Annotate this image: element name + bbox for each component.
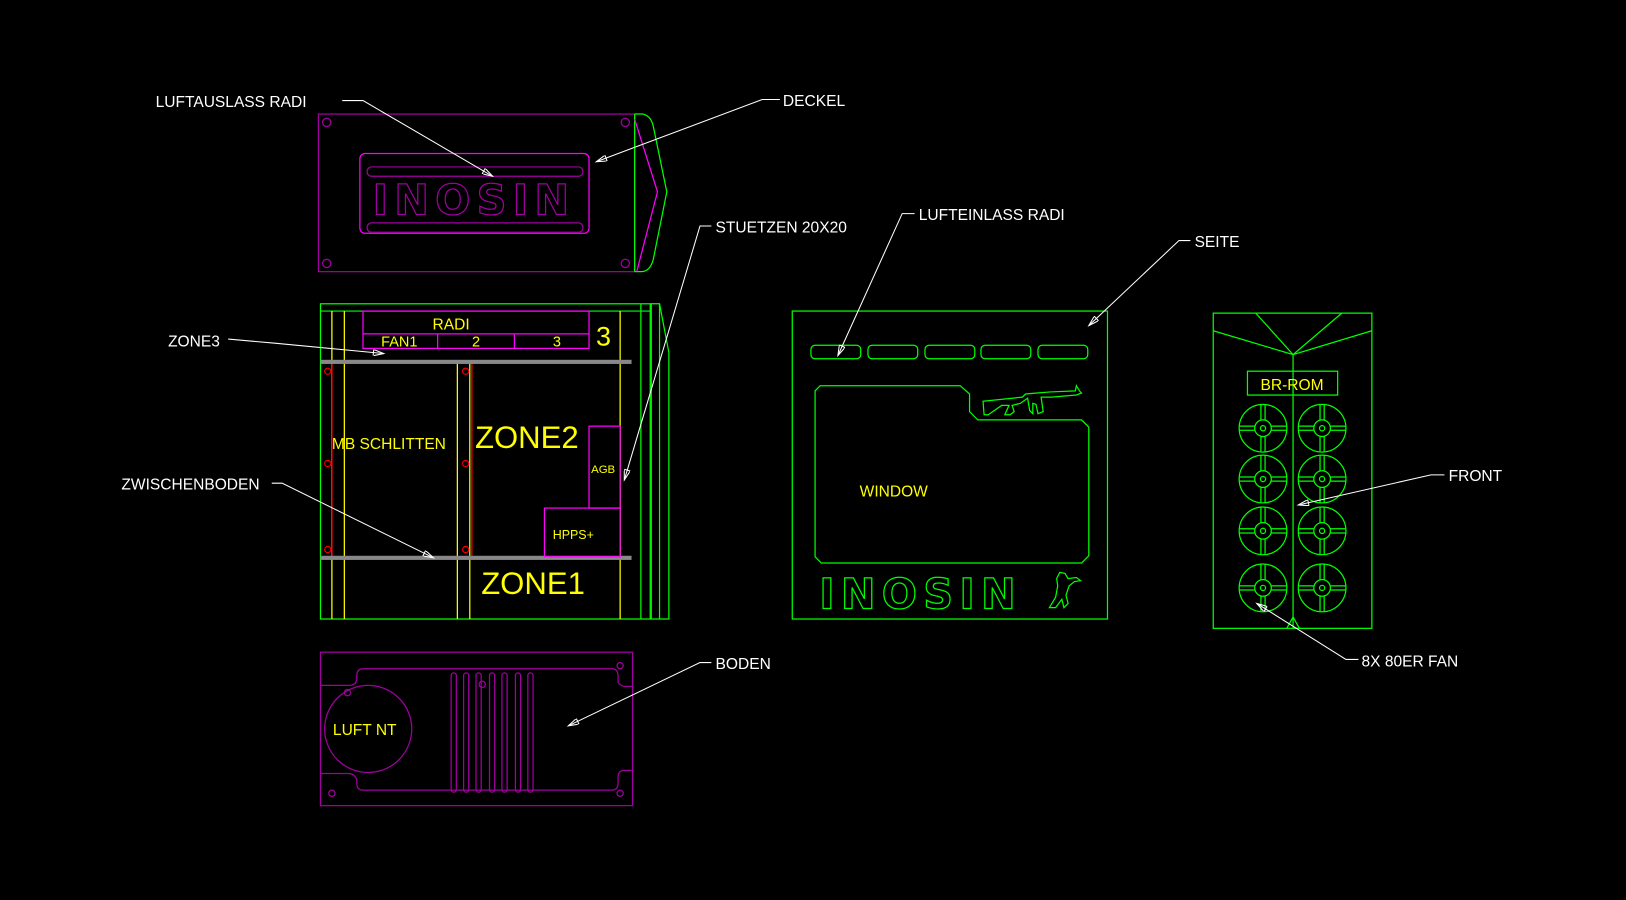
mb-schlitten-label: MB SCHLITTEN xyxy=(332,436,446,453)
label-luftauslass-radi: LUFTAUSLASS RADI xyxy=(156,94,307,111)
zone2-label: ZONE2 xyxy=(475,420,579,455)
label-lufteinlass-radi: LUFTEINLASS RADI xyxy=(919,207,1065,224)
air-intake-slots xyxy=(810,344,1089,360)
label-8x-80er-fan: 8X 80ER FAN xyxy=(1362,654,1459,671)
fan3-label: 3 xyxy=(553,334,561,350)
boden-view: LUFT NT xyxy=(319,651,634,807)
label-zone3: ZONE3 xyxy=(168,333,220,350)
fan-icon xyxy=(1297,454,1347,504)
fan-icon xyxy=(1238,403,1288,453)
zwischenboden-top xyxy=(320,359,632,364)
label-stuetzen: STUETZEN 20X20 xyxy=(716,219,848,236)
fan-icon xyxy=(1297,506,1347,556)
label-front: FRONT xyxy=(1449,468,1503,485)
vent-slots xyxy=(450,672,534,793)
deckel-logo: INOSIN xyxy=(373,177,576,225)
radi-label: RADI xyxy=(433,317,470,334)
zone1-label: ZONE1 xyxy=(481,566,585,601)
deckel-view: INOSIN xyxy=(317,113,668,273)
zwischenboden xyxy=(320,555,632,560)
window-outline xyxy=(814,385,1090,564)
seite-view: WINDOW INOSIN xyxy=(791,310,1109,620)
screws xyxy=(324,367,470,554)
label-zwischenboden: ZWISCHENBODEN xyxy=(121,476,259,493)
front-section-view: RADI FAN1 2 3 3 MB SCHLITTEN ZONE2 AGB H… xyxy=(319,303,670,620)
annotations: LUFTAUSLASS RADI DECKEL STUETZEN 20X20 L… xyxy=(121,93,1503,726)
rifle-icon xyxy=(982,384,1083,416)
agb-label: AGB xyxy=(591,464,615,476)
hpps-label: HPPS+ xyxy=(553,528,594,542)
label-boden: BODEN xyxy=(716,656,771,673)
screw-holes xyxy=(321,117,631,269)
label-seite: SEITE xyxy=(1195,234,1240,251)
fan-icon xyxy=(1238,454,1288,504)
luft-nt-label: LUFT NT xyxy=(333,722,397,739)
radi-count: 3 xyxy=(596,321,611,351)
fan1-label: FAN1 xyxy=(381,334,417,350)
front-panel-view: BR-ROM xyxy=(1212,312,1373,629)
seite-logo: INOSIN xyxy=(819,571,1022,619)
fan2-label: 2 xyxy=(472,334,480,350)
fan-icon xyxy=(1297,563,1347,613)
fan-icon xyxy=(1238,506,1288,556)
fan-icon xyxy=(1297,403,1347,453)
br-rom-label: BR-ROM xyxy=(1261,377,1324,394)
window-label: WINDOW xyxy=(860,484,929,501)
fan-icon xyxy=(1238,563,1288,613)
label-deckel: DECKEL xyxy=(783,93,846,110)
soldier-icon xyxy=(1048,571,1083,609)
